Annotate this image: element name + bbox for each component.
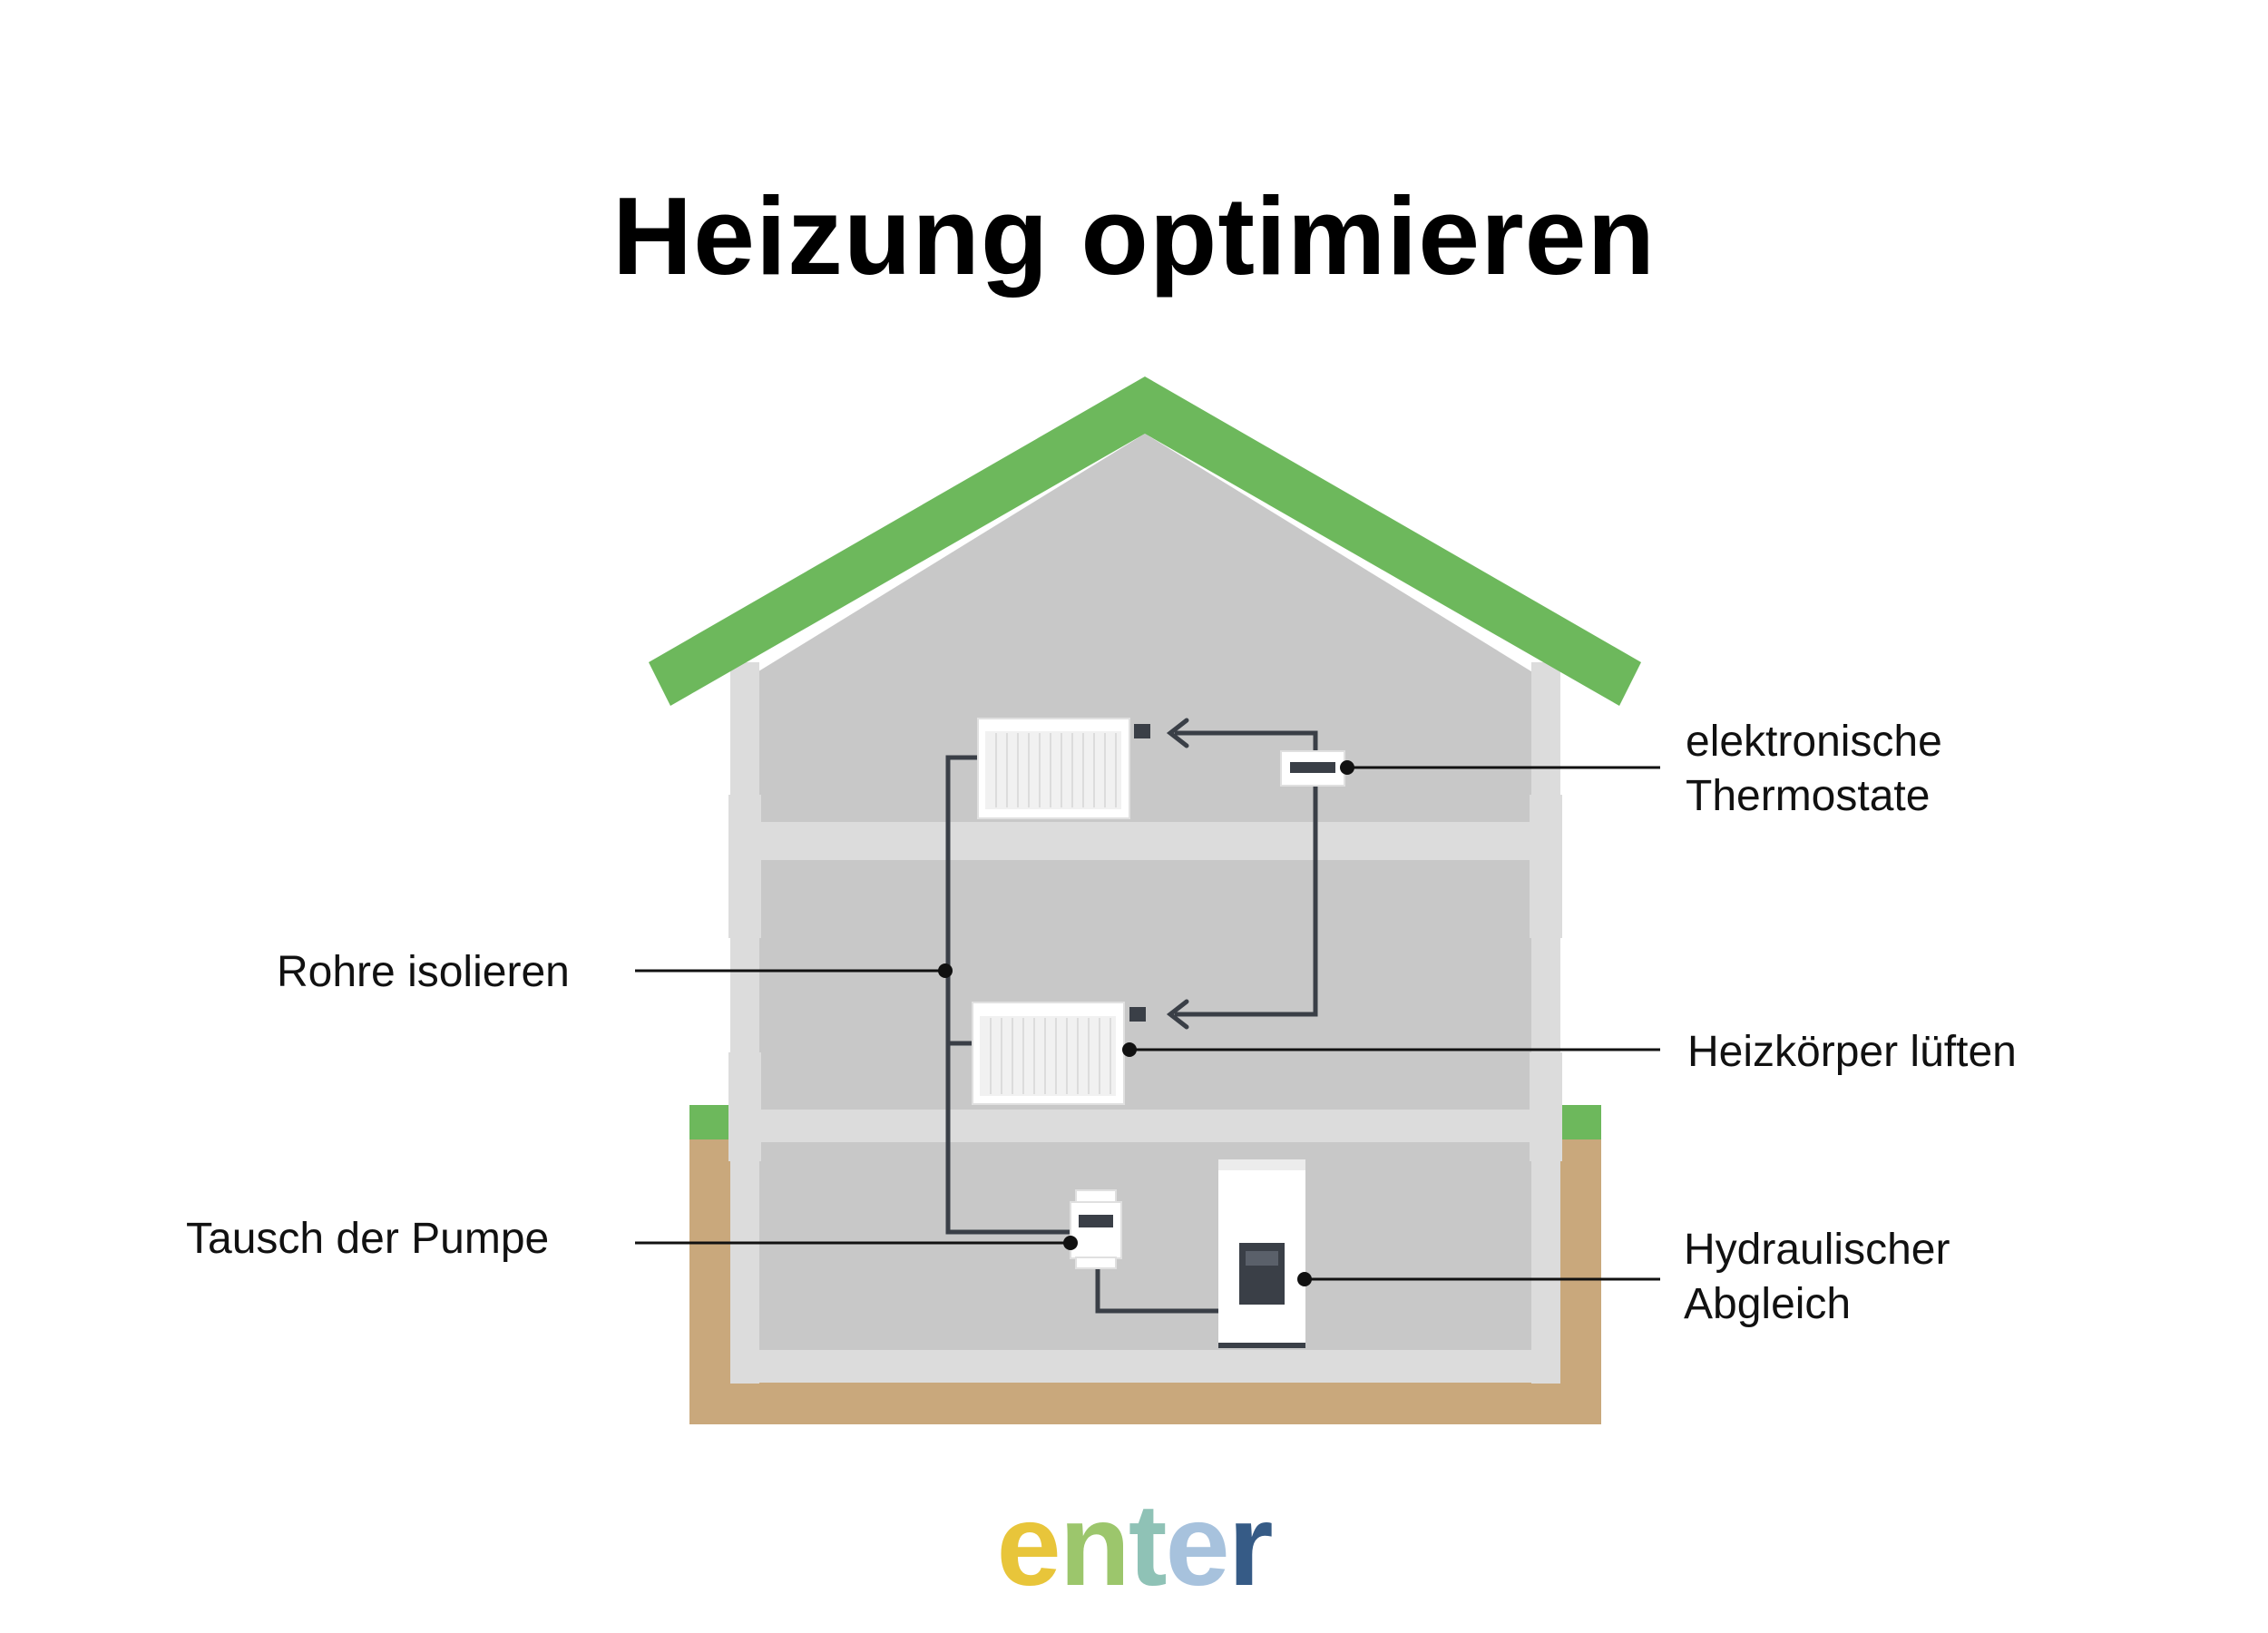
leader-dot-abgleich <box>1297 1272 1312 1286</box>
thermostat-icon <box>1280 750 1345 787</box>
logo-letter: n <box>1059 1481 1130 1610</box>
enter-logo: enter <box>0 1479 2268 1612</box>
label-heizkoerper: Heizkörper lüften <box>1687 1028 2017 1076</box>
floor-upper <box>758 822 1533 860</box>
label-pumpe: Tausch der Pumpe <box>186 1215 550 1263</box>
leader-dot-pumpe <box>1063 1236 1078 1250</box>
logo-letter: e <box>996 1481 1061 1610</box>
radiator-icon <box>977 718 1130 819</box>
radiator-valve-icon <box>1134 724 1150 738</box>
left-pillar-lower <box>728 1052 761 1161</box>
left-wall <box>730 662 759 1384</box>
leader-dot-thermostate <box>1340 760 1354 775</box>
right-pillar-upper <box>1530 795 1562 938</box>
leader-dot-rohre <box>938 963 953 978</box>
page-title: Heizung optimieren <box>612 174 1656 298</box>
logo-letter: e <box>1165 1481 1230 1610</box>
grass-left <box>689 1105 730 1139</box>
label-abgleich: Hydraulischer Abgleich <box>1684 1226 1950 1328</box>
floor-base <box>730 1350 1560 1383</box>
boiler-icon <box>1218 1159 1305 1348</box>
grass-right <box>1560 1105 1601 1139</box>
logo-letter: t <box>1128 1481 1168 1610</box>
pipes <box>945 730 1318 1314</box>
right-wall <box>1531 662 1560 1384</box>
pipe-arrow-heads <box>1166 718 1189 1030</box>
radiator-icon <box>972 1002 1125 1105</box>
logo-letter: r <box>1227 1481 1274 1610</box>
leader-lines <box>635 766 1660 1281</box>
right-pillar-lower <box>1530 1052 1562 1161</box>
pump-icon <box>1070 1189 1122 1269</box>
floor-lower <box>758 1110 1533 1142</box>
leader-dot-heizkoerper <box>1122 1042 1137 1057</box>
label-thermostate: elektronische Thermostate <box>1686 718 1942 820</box>
left-pillar-upper <box>728 795 761 938</box>
label-rohre: Rohre isolieren <box>277 948 570 996</box>
radiator-valve-icon <box>1129 1007 1146 1022</box>
